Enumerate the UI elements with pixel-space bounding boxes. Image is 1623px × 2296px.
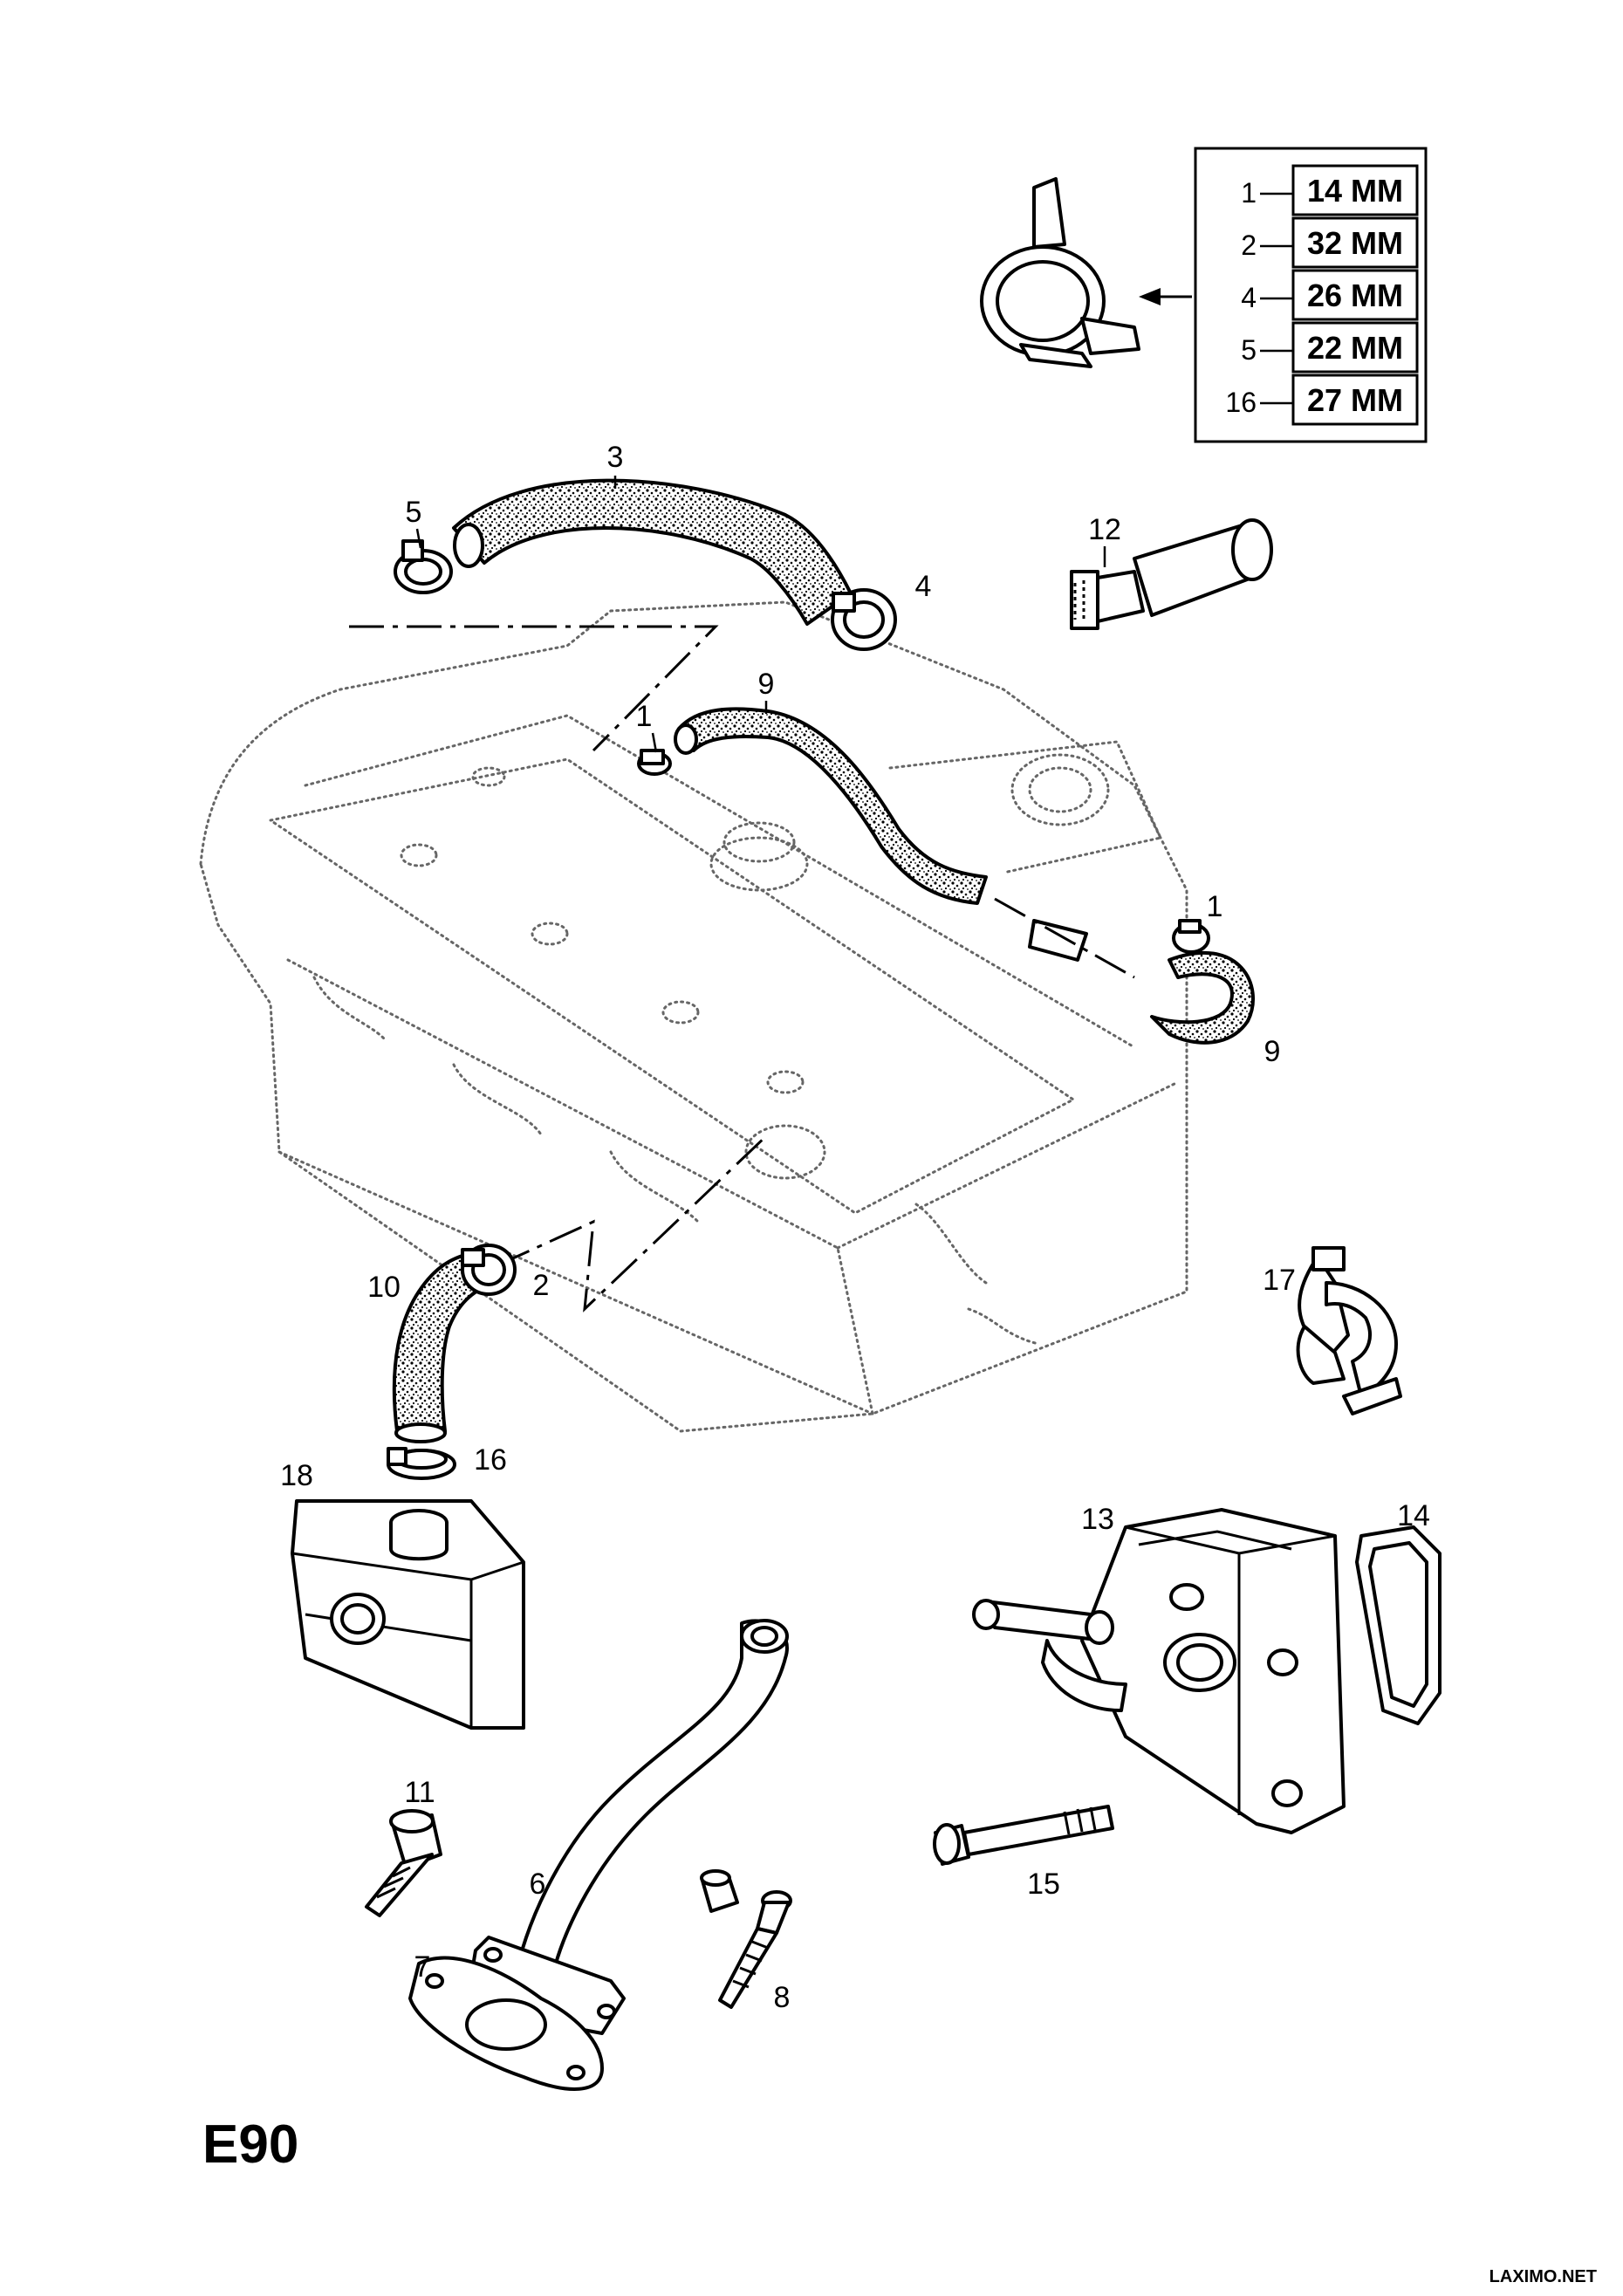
callout-7: 7	[414, 1950, 431, 1984]
hose-part-9-upper	[674, 707, 988, 905]
callout-9: 9	[758, 668, 775, 701]
clamp-size-value: 22 MM	[1307, 330, 1403, 366]
callout-13: 13	[1081, 1503, 1114, 1536]
clamp-part-number: 16	[1225, 387, 1257, 418]
clamp-part-17	[1296, 1246, 1402, 1415]
clamp-part-number: 2	[1241, 230, 1257, 261]
clamp-part-1	[1172, 919, 1210, 954]
hose-part-9-lower	[1028, 919, 1255, 1045]
clamp-size-value: 32 MM	[1307, 225, 1403, 261]
clamp-part-16	[387, 1447, 456, 1480]
gasket-part-7	[408, 1956, 604, 2091]
callout-1: 1	[1207, 890, 1223, 923]
source-credit: LAXIMO.NET	[1489, 2267, 1597, 2286]
arrow-icon	[1139, 288, 1192, 305]
callout-10: 10	[367, 1271, 401, 1304]
callout-6: 6	[530, 1868, 546, 1901]
clamp-size-row: 1 14 MM	[1241, 164, 1419, 216]
gasket-part-14	[1355, 1525, 1442, 1725]
engine-block-outline	[199, 600, 1188, 1433]
callout-17: 17	[1263, 1264, 1296, 1297]
clamp-size-value: 27 MM	[1307, 382, 1403, 418]
connector-part-12	[1070, 518, 1273, 630]
clamp-part-number: 1	[1241, 177, 1257, 209]
callout-12: 12	[1088, 513, 1121, 546]
bolt-part-15	[933, 1805, 1114, 1866]
clamp-size-value: 26 MM	[1307, 278, 1403, 313]
bolt-part-11	[365, 1809, 442, 1917]
callout-8: 8	[774, 1981, 791, 2014]
clamp-size-row: 5 22 MM	[1241, 321, 1419, 374]
callout-15: 15	[1027, 1868, 1060, 1901]
callout-1: 1	[636, 700, 653, 733]
clamp-part-5	[394, 539, 453, 594]
callout-3: 3	[607, 441, 624, 474]
callout-9: 9	[1264, 1035, 1281, 1068]
callout-18: 18	[280, 1459, 313, 1492]
callout-5: 5	[406, 496, 422, 529]
pipe-part-6	[469, 1619, 789, 2035]
nut	[700, 1869, 739, 1913]
stud-part-8	[718, 1890, 792, 2009]
thermostat-housing-part-13	[972, 1508, 1346, 1834]
clamp-size-value: 14 MM	[1307, 173, 1403, 209]
clamp-part-number: 5	[1241, 334, 1257, 366]
clamp-part-1	[637, 749, 672, 776]
clamp-part-4	[831, 588, 897, 651]
callout-2: 2	[533, 1269, 550, 1302]
callout-4: 4	[915, 570, 932, 603]
clamp-part-2	[461, 1244, 517, 1296]
diagram-code: E90	[202, 2114, 298, 2175]
clamp-size-row: 16 27 MM	[1225, 374, 1419, 426]
assembly-line	[496, 1133, 770, 1312]
spring-clamp-illustration	[980, 177, 1140, 368]
hose-part-3	[452, 478, 853, 626]
clamp-part-number: 4	[1241, 282, 1257, 313]
callout-11: 11	[404, 1776, 435, 1809]
reservoir-part-18	[291, 1499, 525, 1730]
assembly-line	[994, 897, 1135, 979]
clamp-size-row: 4 26 MM	[1241, 269, 1419, 321]
assembly-line	[349, 625, 719, 752]
callout-16: 16	[474, 1443, 507, 1477]
callout-labels: 1 1 2 3 4 5 6 7 8 9 9 10 11 12 13 14 15 …	[280, 441, 1430, 2014]
callout-14: 14	[1397, 1499, 1430, 1532]
clamp-size-row: 2 32 MM	[1241, 216, 1419, 269]
clamp-size-table: 1 14 MM 2 32 MM 4 26 MM 5 22 MM 16 2	[1194, 147, 1428, 443]
